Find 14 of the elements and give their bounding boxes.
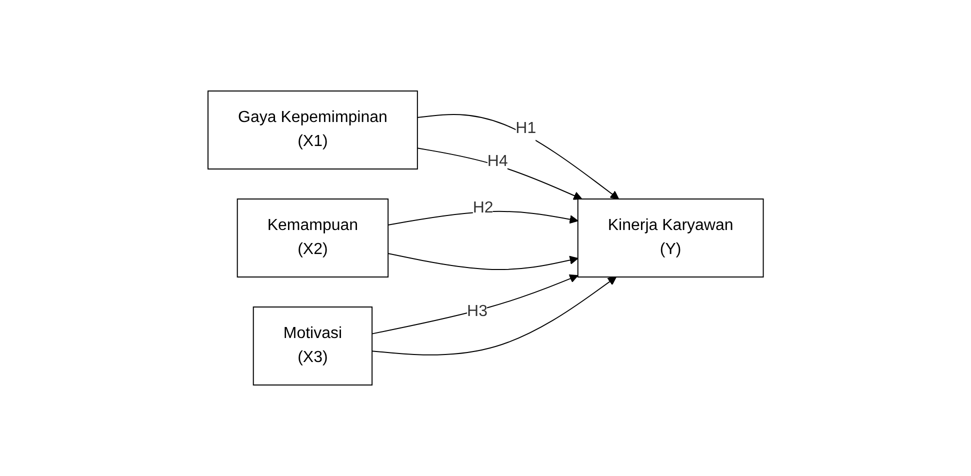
edge-label: H3 [466, 303, 488, 320]
arrow [416, 148, 582, 200]
arrow [371, 276, 616, 356]
node-box: Gaya Kepemimpinan (X1) [207, 90, 418, 170]
edge-label: H4 [487, 153, 508, 170]
node-box: Kinerja Karyawan (Y) [577, 198, 764, 278]
arrow [371, 274, 578, 334]
arrow [387, 210, 578, 226]
node-box: Motivasi (X3) [252, 306, 372, 386]
arrow [387, 252, 578, 270]
arrow [416, 114, 619, 200]
edge-label: H1 [516, 120, 536, 138]
edge-label: H2 [472, 200, 494, 217]
node-box: Kemampuan (X2) [236, 198, 388, 278]
